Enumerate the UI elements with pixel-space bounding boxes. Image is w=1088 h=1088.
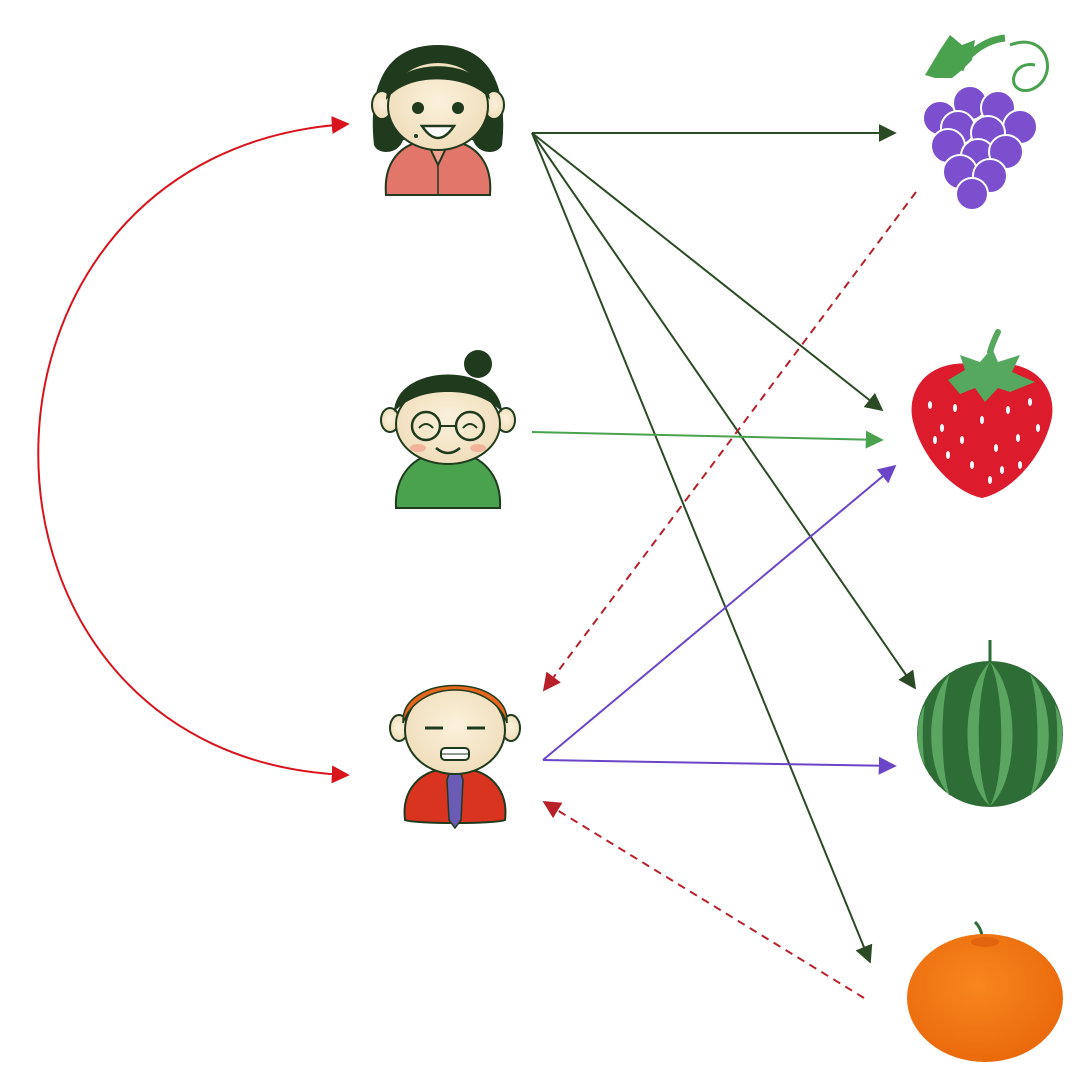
- watermelon-icon: [917, 640, 1063, 807]
- arrow-woman-man-curve: [37, 116, 350, 784]
- grapes-icon: [922, 34, 1049, 211]
- arrow-girl-to-strawberry: [531, 430, 884, 449]
- arrow-man-to-strawberry: [542, 464, 897, 761]
- arrow-grapes-to-man: [542, 191, 917, 692]
- arrow-woman-to-orange: [531, 132, 873, 964]
- arrow-woman-to-strawberry: [531, 132, 884, 412]
- man-with-tie-avatar-icon: [389, 684, 521, 830]
- strawberry-icon: [911, 329, 1053, 498]
- arrow-woman-to-watermelon: [531, 132, 917, 690]
- woman-avatar-icon: [371, 45, 505, 196]
- arrows: [37, 116, 917, 999]
- orange-icon: [907, 920, 1063, 1062]
- arrow-man-to-watermelon: [542, 756, 897, 775]
- girl-with-glasses-avatar-icon: [380, 350, 516, 509]
- arrow-orange-to-man: [542, 801, 865, 999]
